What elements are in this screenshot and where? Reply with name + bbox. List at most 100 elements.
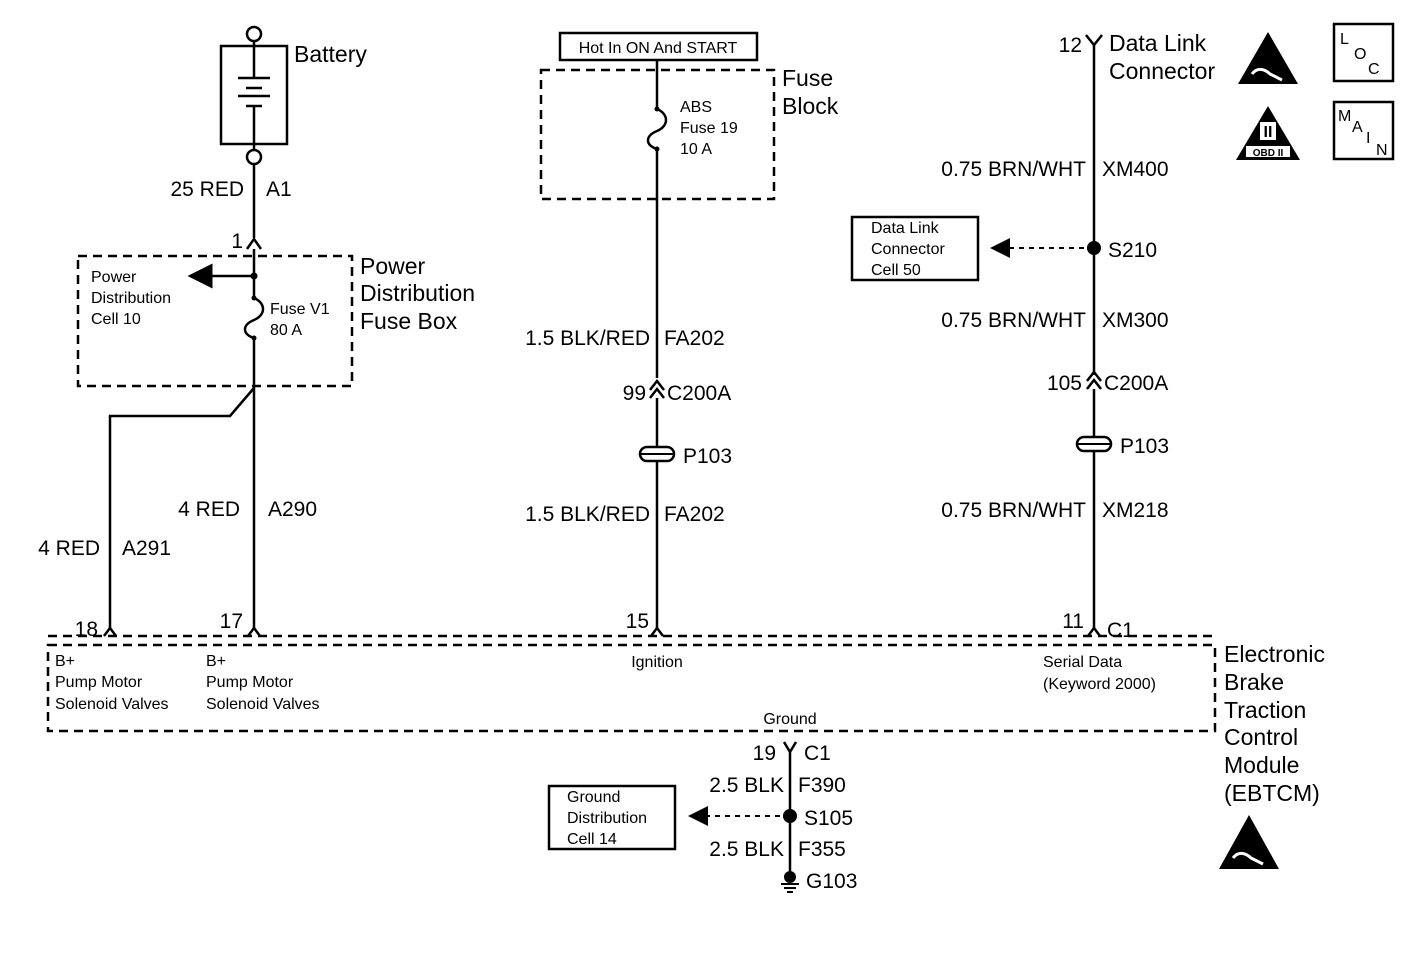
pdfb-title-1: Power — [360, 253, 426, 279]
wire-a291-size: 4 RED — [38, 537, 100, 560]
c200a-ign-pin: 99 — [623, 382, 646, 405]
splice-s105 — [783, 809, 797, 823]
ground-terminal-label: Ground — [763, 711, 816, 728]
battery — [219, 25, 289, 166]
ebtcm-pin-18 — [103, 625, 117, 637]
pdfb-pin: 1 — [231, 230, 243, 253]
term-11-line-1: Serial Data — [1043, 654, 1122, 671]
wire-xm218-circuit: XM218 — [1102, 499, 1169, 522]
pdfb-title-3: Fuse Box — [360, 308, 458, 334]
svg-text:C: C — [1368, 61, 1380, 78]
ebtcm-name-6: (EBTCM) — [1224, 780, 1320, 806]
pdfb-ref-3: Cell 10 — [91, 311, 141, 328]
svg-text:A: A — [1352, 119, 1363, 136]
wire-xm300-size: 0.75 BRN/WHT — [941, 309, 1086, 332]
wire-a291 — [108, 387, 255, 628]
dlc-ref-3: Cell 50 — [871, 262, 921, 279]
svg-text:OBD II: OBD II — [1253, 148, 1284, 159]
fuse-19-symbol — [646, 106, 668, 152]
dlc-pin: 12 — [1059, 34, 1082, 57]
fuse-block-title-2: Block — [782, 93, 839, 119]
dlc-pin-symbol — [1085, 34, 1103, 48]
ground-pin-label: 19 — [753, 742, 776, 765]
wire-a1-size: 25 RED — [170, 178, 244, 201]
ebtcm-name-1: Electronic — [1224, 641, 1325, 667]
wire-a290-circuit: A290 — [268, 498, 317, 521]
term-11-line-2: (Keyword 2000) — [1043, 676, 1156, 693]
wire-f390-size: 2.5 BLK — [709, 774, 784, 797]
svg-text:II: II — [1264, 124, 1273, 141]
splice-s210-label: S210 — [1108, 239, 1157, 262]
svg-text:O: O — [1354, 46, 1366, 63]
splice-s105-label: S105 — [804, 807, 853, 830]
pdfb-ref-1: Power — [91, 269, 137, 286]
ebtcm-box — [46, 643, 1217, 733]
dlc-title-1: Data Link — [1109, 30, 1207, 56]
ebtcm-name-4: Control — [1224, 724, 1298, 750]
connector-c200a-ign — [649, 378, 665, 399]
svg-text:M: M — [1338, 108, 1351, 125]
fuse-19-line-3: 10 A — [680, 141, 712, 158]
wire-f355-circuit: F355 — [798, 838, 846, 861]
ebtcm-pin-11 — [1087, 625, 1101, 637]
ebtcm-name-2: Brake — [1224, 669, 1284, 695]
dlc-ref-1: Data Link — [871, 220, 940, 237]
battery-label: Battery — [294, 41, 367, 67]
fuse-v1-rating: 80 A — [270, 322, 302, 339]
fuse-19-line-2: Fuse 19 — [680, 120, 738, 137]
hot-in-box — [558, 31, 759, 62]
ebtcm-pin-17 — [247, 625, 261, 637]
c200a-dlc-name: C200A — [1104, 372, 1168, 395]
fuse-19-line-1: ABS — [680, 99, 712, 116]
esd-warning-icon-module — [1219, 815, 1279, 869]
ground-ref-box — [547, 784, 677, 851]
fuse-v1-name: Fuse V1 — [270, 301, 330, 318]
connector-pin-1 — [245, 236, 263, 250]
svg-text:N: N — [1376, 142, 1388, 159]
connector-c200a-dlc — [1086, 369, 1102, 390]
term-18-line-3: Solenoid Valves — [55, 696, 169, 713]
passthrough-p103-ign — [638, 445, 676, 463]
term-15-label: Ignition — [631, 654, 683, 671]
c200a-ign-name: C200A — [667, 382, 731, 405]
ground-ref-1: Ground — [567, 789, 620, 806]
wire-fa202-lower-size: 1.5 BLK/RED — [525, 503, 650, 526]
wire-a291-circuit: A291 — [122, 537, 171, 560]
term-17-line-1: B+ — [206, 653, 226, 670]
pin-11-label: 11 — [1062, 610, 1084, 633]
wire-fa202-lower-circuit: FA202 — [664, 503, 725, 526]
svg-text:I: I — [1366, 130, 1370, 147]
term-17-line-3: Solenoid Valves — [206, 696, 320, 713]
c200a-dlc-pin: 105 — [1047, 372, 1082, 395]
pdfb-title-2: Distribution — [360, 280, 475, 306]
ground-g103-label: G103 — [806, 870, 857, 893]
wire-f355-size: 2.5 BLK — [709, 838, 784, 861]
term-18-line-2: Pump Motor — [55, 674, 143, 691]
pin-17-label: 17 — [220, 610, 243, 633]
obd-ii-icon: II OBD II — [1236, 106, 1300, 160]
svg-text:L: L — [1340, 31, 1349, 48]
wire-xm300-circuit: XM300 — [1102, 309, 1169, 332]
ground-conn-label: C1 — [804, 742, 831, 765]
term-18-line-1: B+ — [55, 653, 75, 670]
pdfb-ref-2: Distribution — [91, 290, 171, 307]
ebtcm-pin-15 — [650, 625, 664, 637]
term-17-line-2: Pump Motor — [206, 674, 294, 691]
esd-warning-icon — [1238, 32, 1298, 84]
wire-fa202-upper-size: 1.5 BLK/RED — [525, 327, 650, 350]
ground-ref-2: Distribution — [567, 810, 647, 827]
p103-ign-label: P103 — [683, 445, 732, 468]
pin-15-label: 15 — [626, 610, 649, 633]
splice-s210 — [1087, 241, 1101, 255]
ground-pin-symbol — [782, 741, 798, 755]
dlc-ref-2: Connector — [871, 241, 945, 258]
fuse-v1-symbol — [243, 295, 265, 341]
connector-c1-label: C1 — [1107, 619, 1134, 642]
wire-a1-circuit: A1 — [266, 178, 292, 201]
ground-icon — [781, 871, 799, 893]
loc-icon: L O C — [1332, 22, 1395, 83]
main-icon: M A I N — [1332, 100, 1395, 161]
dlc-title-2: Connector — [1109, 58, 1215, 84]
ebtcm-name-3: Traction — [1224, 697, 1306, 723]
